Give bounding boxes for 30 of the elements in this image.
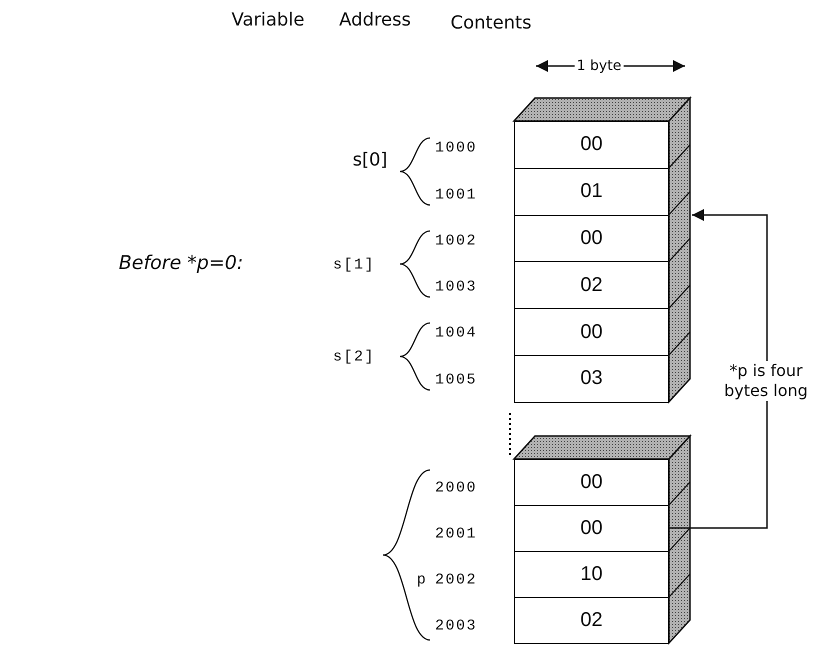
- address: 1004: [435, 324, 477, 342]
- column-header: Contents: [450, 12, 532, 34]
- annotation: Before *p=0:: [118, 252, 244, 274]
- column-header: Variable: [232, 10, 304, 30]
- memory-cell: 00: [514, 308, 669, 356]
- address: 1002: [435, 232, 477, 250]
- memory-cell: 00: [514, 214, 669, 262]
- memory-cell: 10: [514, 551, 669, 598]
- memory-cell: 01: [514, 168, 669, 216]
- column-header: Address: [339, 10, 411, 30]
- address: 1003: [435, 278, 477, 296]
- memory-cell: 00: [514, 505, 669, 552]
- memory-cell: 00: [514, 121, 669, 169]
- address: 2003: [435, 618, 477, 634]
- variable-name: s[0]: [352, 150, 388, 170]
- variable-name: s[2]: [333, 348, 375, 366]
- variable-name: s[1]: [333, 256, 375, 274]
- address: 1001: [435, 186, 477, 204]
- address: 2002: [435, 572, 477, 588]
- address: 1000: [435, 140, 477, 156]
- memory-cell: 02: [514, 261, 669, 310]
- dimension-label: 1 byte: [574, 58, 624, 74]
- memory-cell: 03: [514, 355, 669, 403]
- memory-cell: 02: [514, 597, 669, 644]
- arrow: [669, 209, 768, 529]
- address: 2000: [435, 480, 477, 496]
- address: 2001: [435, 526, 477, 542]
- memory-cell: 00: [514, 459, 669, 506]
- variable-name: p: [416, 572, 428, 588]
- address: 1005: [435, 372, 477, 388]
